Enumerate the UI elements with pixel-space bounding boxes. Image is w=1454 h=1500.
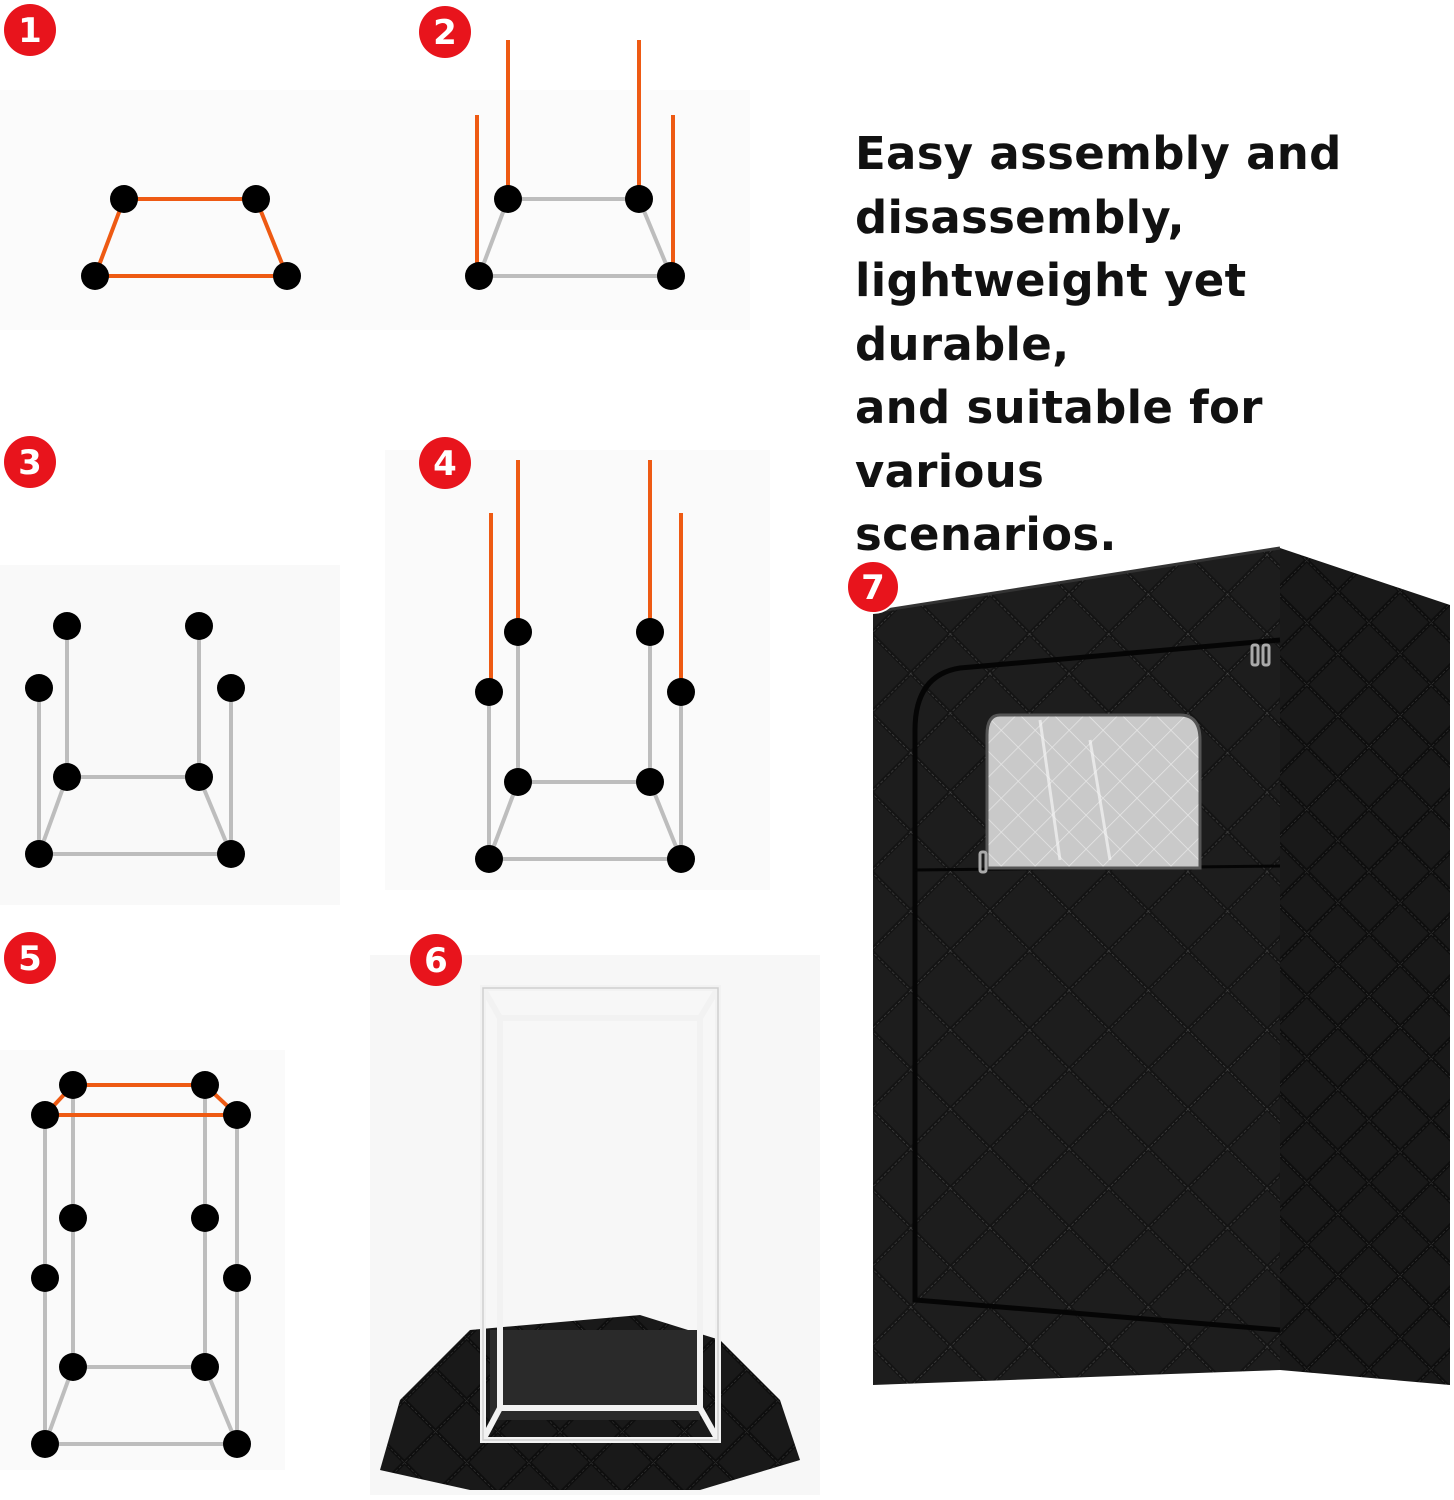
- step-3-diagram: [25, 612, 245, 868]
- step-7-assembled-sauna: [872, 546, 1450, 1385]
- step-badge-7: 7: [846, 560, 900, 614]
- step-1-diagram: [81, 185, 301, 290]
- step-badge-5: 5: [4, 932, 56, 984]
- svg-text:7: 7: [861, 568, 885, 608]
- svg-text:1: 1: [18, 11, 42, 51]
- feature-caption: Easy assembly and disassembly, lightweig…: [855, 122, 1454, 567]
- step-2-diagram: [465, 40, 685, 290]
- step-badge-4: 4: [419, 437, 471, 489]
- step-4-diagram: [475, 460, 695, 873]
- step-badge-1: 1: [4, 4, 56, 56]
- step-badge-6: 6: [410, 934, 462, 986]
- step-badge-3: 3: [4, 436, 56, 488]
- step-5-diagram: [31, 1071, 251, 1458]
- zipper-pulls: [978, 643, 1271, 874]
- caption-line: lightweight yet durable,: [855, 254, 1247, 371]
- caption-line: and suitable for various: [855, 381, 1263, 498]
- caption-line: disassembly,: [855, 190, 1185, 244]
- caption-line: scenarios.: [855, 508, 1117, 561]
- svg-text:6: 6: [424, 941, 448, 981]
- caption-line: Easy assembly and: [855, 127, 1342, 180]
- svg-text:2: 2: [433, 13, 457, 53]
- step-badge-2: 2: [419, 6, 471, 58]
- sauna-window: [985, 713, 1202, 870]
- step-6-frame-with-cover: [380, 985, 800, 1490]
- svg-text:4: 4: [433, 444, 457, 484]
- svg-text:5: 5: [18, 939, 42, 979]
- svg-text:3: 3: [18, 443, 42, 483]
